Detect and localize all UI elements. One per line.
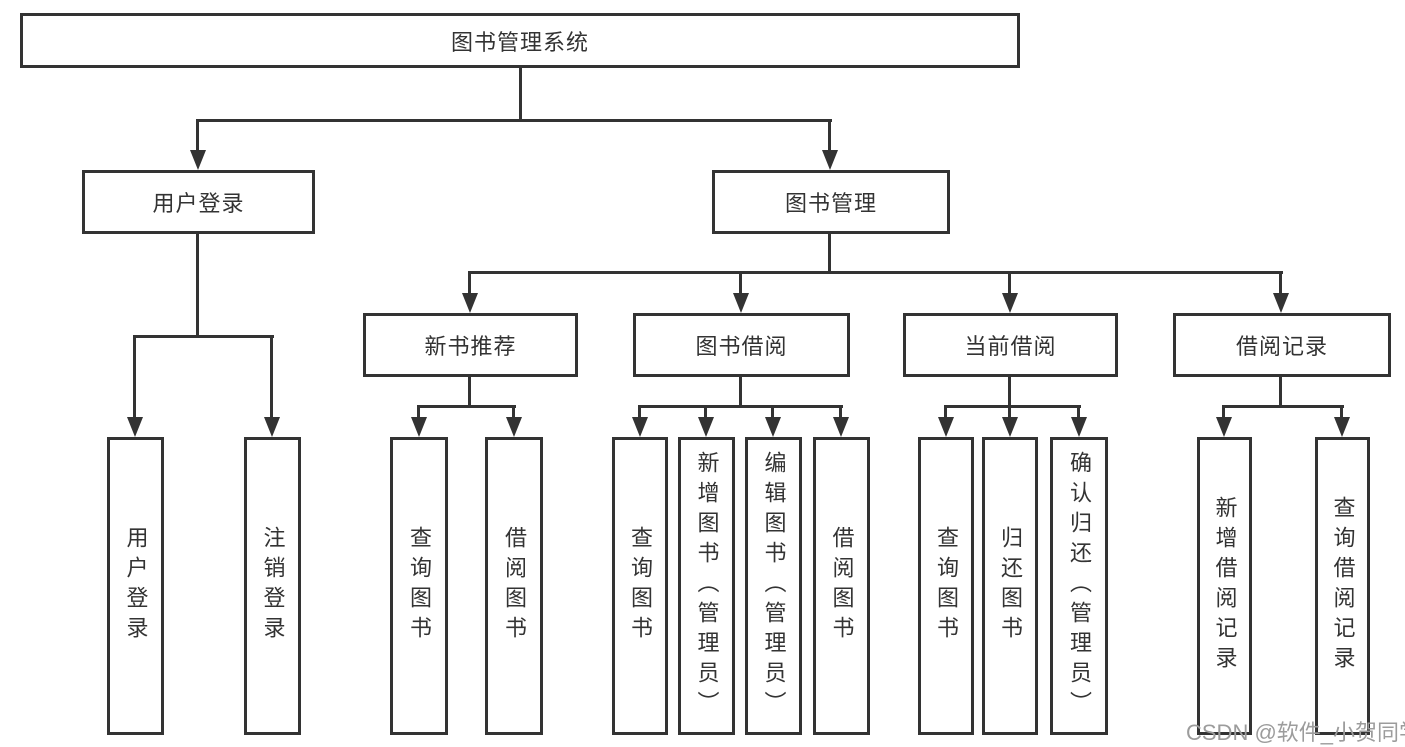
connector-drop-borrow-records	[1279, 271, 1282, 293]
arrowhead-borrow-records	[1273, 293, 1289, 313]
leaf-return-book-label: 归还图书	[998, 526, 1023, 646]
arrowhead-borrow-books-1	[506, 417, 522, 437]
leaf-return-book: 归还图书	[982, 437, 1038, 735]
leaf-query-books-3: 查询图书	[918, 437, 974, 735]
connector-drop-edit-book	[771, 405, 774, 417]
connector-drop-book-borrow	[739, 271, 742, 293]
arrowhead-book-management	[822, 150, 838, 170]
leaf-borrow-books-1-label: 借阅图书	[502, 526, 527, 646]
arrowhead-query-borrow-record	[1334, 417, 1350, 437]
connector-level2-branch	[196, 119, 832, 122]
arrowhead-return-book	[1002, 417, 1018, 437]
leaf-edit-book-admin-label: 编辑图书（管理员）	[761, 451, 787, 721]
connector-new-book-recommend-branch	[417, 405, 516, 408]
leaf-borrow-books-1: 借阅图书	[485, 437, 543, 735]
leaf-query-books-1-label: 查询图书	[407, 526, 432, 646]
leaf-add-book-admin: 新增图书（管理员）	[678, 437, 735, 735]
leaf-borrow-books-2: 借阅图书	[813, 437, 870, 735]
node-user-login: 用户登录	[82, 170, 315, 234]
connector-drop-query-books-1	[417, 405, 420, 417]
connector-drop-leaf-user-login	[133, 335, 136, 417]
connector-new-book-recommend-stem	[468, 376, 471, 405]
connector-drop-user-login	[196, 119, 199, 150]
connector-drop-add-borrow-record	[1222, 405, 1225, 417]
node-book-borrow: 图书借阅	[633, 313, 850, 377]
arrowhead-query-books-1	[411, 417, 427, 437]
arrowhead-user-login	[190, 150, 206, 170]
connector-borrow-records-stem	[1279, 376, 1282, 405]
arrowhead-current-borrow	[1002, 293, 1018, 313]
node-new-book-recommend: 新书推荐	[363, 313, 578, 377]
connector-level3-branch	[468, 271, 1283, 274]
connector-drop-new-book-recommend	[468, 271, 471, 293]
connector-user-login-stem	[196, 233, 199, 335]
arrowhead-add-borrow-record	[1216, 417, 1232, 437]
arrowhead-new-book-recommend	[462, 293, 478, 313]
arrowhead-borrow-books-2	[833, 417, 849, 437]
connector-drop-current-borrow	[1008, 271, 1011, 293]
arrowhead-add-book	[698, 417, 714, 437]
leaf-logout: 注销登录	[244, 437, 301, 735]
leaf-query-borrow-record-label: 查询借阅记录	[1330, 496, 1356, 676]
leaf-add-borrow-record-label: 新增借阅记录	[1212, 496, 1238, 676]
connector-borrow-records-branch	[1222, 405, 1344, 408]
leaf-query-books-2: 查询图书	[612, 437, 668, 735]
connector-user-login-branch	[133, 335, 274, 338]
node-root-label: 图书管理系统	[450, 29, 589, 55]
connector-drop-borrow-books-1	[512, 405, 515, 417]
leaf-query-books-2-label: 查询图书	[628, 526, 653, 646]
connector-drop-confirm-return	[1077, 405, 1080, 417]
connector-drop-leaf-logout	[270, 335, 273, 417]
node-book-management: 图书管理	[712, 170, 950, 234]
arrowhead-query-books-2	[632, 417, 648, 437]
arrowhead-leaf-logout	[264, 417, 280, 437]
node-new-book-recommend-label: 新书推荐	[424, 334, 517, 359]
leaf-query-borrow-record: 查询借阅记录	[1315, 437, 1370, 735]
leaf-user-login-label: 用户登录	[123, 526, 149, 646]
arrowhead-leaf-user-login	[127, 417, 143, 437]
node-borrow-records: 借阅记录	[1173, 313, 1391, 377]
leaf-add-borrow-record: 新增借阅记录	[1197, 437, 1252, 735]
connector-drop-query-books-3	[944, 405, 947, 417]
connector-root-stem	[519, 68, 522, 122]
arrowhead-edit-book	[765, 417, 781, 437]
connector-book-management-stem	[828, 233, 831, 271]
node-user-login-label: 用户登录	[152, 191, 245, 216]
connector-drop-add-book	[704, 405, 707, 417]
connector-drop-return-book	[1008, 405, 1011, 417]
leaf-logout-label: 注销登录	[260, 526, 286, 646]
leaf-confirm-return-admin-label: 确认归还（管理员）	[1067, 451, 1092, 721]
node-current-borrow-label: 当前借阅	[964, 334, 1057, 359]
leaf-user-login: 用户登录	[107, 437, 164, 735]
connector-book-borrow-branch	[638, 405, 843, 408]
connector-drop-query-books-2	[638, 405, 641, 417]
arrowhead-book-borrow	[733, 293, 749, 313]
node-borrow-records-label: 借阅记录	[1235, 334, 1328, 359]
leaf-query-books-3-label: 查询图书	[934, 526, 959, 646]
arrowhead-query-books-3	[938, 417, 954, 437]
arrowhead-confirm-return	[1071, 417, 1087, 437]
leaf-query-books-1: 查询图书	[390, 437, 448, 735]
node-root: 图书管理系统	[20, 13, 1020, 68]
connector-current-borrow-branch	[944, 405, 1081, 408]
watermark: CSDN @软件_小贺同学	[1186, 720, 1405, 745]
node-book-management-label: 图书管理	[784, 191, 877, 216]
node-book-borrow-label: 图书借阅	[695, 334, 788, 359]
connector-drop-book-management	[828, 119, 831, 150]
node-current-borrow: 当前借阅	[903, 313, 1118, 377]
connector-book-borrow-stem	[739, 376, 742, 405]
leaf-borrow-books-2-label: 借阅图书	[829, 526, 855, 646]
leaf-confirm-return-admin: 确认归还（管理员）	[1050, 437, 1108, 735]
leaf-add-book-admin-label: 新增图书（管理员）	[694, 451, 720, 721]
connector-drop-borrow-books-2	[839, 405, 842, 417]
connector-current-borrow-stem	[1008, 376, 1011, 405]
connector-drop-query-borrow-record	[1340, 405, 1343, 417]
leaf-edit-book-admin: 编辑图书（管理员）	[745, 437, 802, 735]
